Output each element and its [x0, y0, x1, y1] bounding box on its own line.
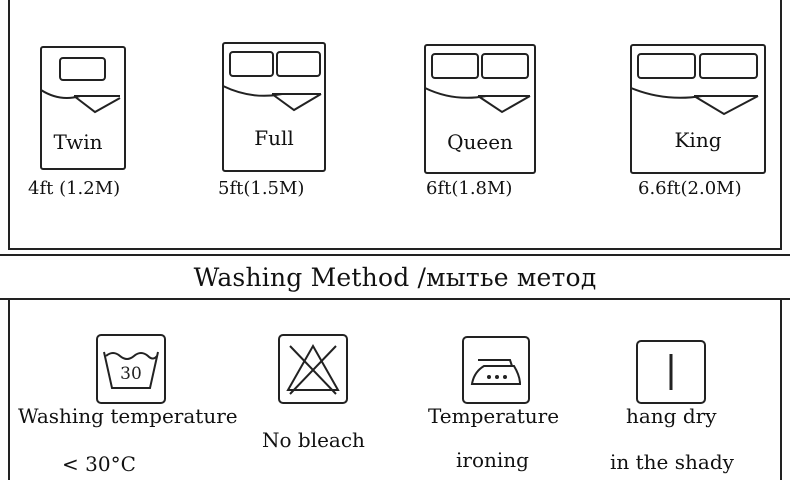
care-item-bleach	[278, 334, 348, 408]
care-item-iron	[462, 336, 530, 408]
bed-name-king: King	[674, 128, 722, 152]
wash-label: Washing temperature	[18, 404, 238, 428]
bed-size-full: 5ft(1.5M)	[218, 178, 305, 199]
double-bed-icon	[424, 44, 536, 174]
iron-label-line2: ironing	[456, 448, 529, 472]
double-bed-icon	[222, 42, 326, 172]
care-item-dry	[636, 340, 706, 408]
washing-method-title: Washing Method /мытье метод	[193, 262, 597, 292]
bed-size-queen: 6ft(1.8M)	[426, 178, 513, 199]
bed-full	[222, 42, 326, 172]
bed-queen	[424, 44, 536, 174]
bed-size-king: 6.6ft(2.0M)	[638, 178, 742, 199]
care-panel	[8, 300, 782, 480]
bed-king	[630, 44, 766, 174]
hang-dry-icon	[636, 340, 706, 404]
double-bed-icon	[630, 44, 766, 174]
wash-temp-label: < 30°C	[62, 452, 136, 476]
bed-name-full: Full	[254, 126, 294, 150]
iron-icon	[462, 336, 530, 404]
no-bleach-icon	[278, 334, 348, 404]
bed-twin	[40, 46, 126, 170]
bed-size-twin: 4ft (1.2M)	[28, 178, 121, 199]
wash-temp-text: 30	[120, 364, 142, 384]
bed-size-panel	[8, 0, 782, 250]
washing-method-header: Washing Method /мытье метод	[0, 254, 790, 300]
single-bed-icon	[40, 46, 126, 170]
care-item-wash: 30	[96, 334, 166, 408]
dry-label: hang dry	[626, 404, 717, 428]
bed-name-queen: Queen	[447, 130, 513, 154]
wash-tub-icon: 30	[96, 334, 166, 404]
bleach-label: No bleach	[262, 428, 365, 452]
iron-label: Temperature	[428, 404, 560, 428]
dry-label-line2: in the shady	[610, 450, 734, 474]
bed-name-twin: Twin	[53, 130, 103, 154]
